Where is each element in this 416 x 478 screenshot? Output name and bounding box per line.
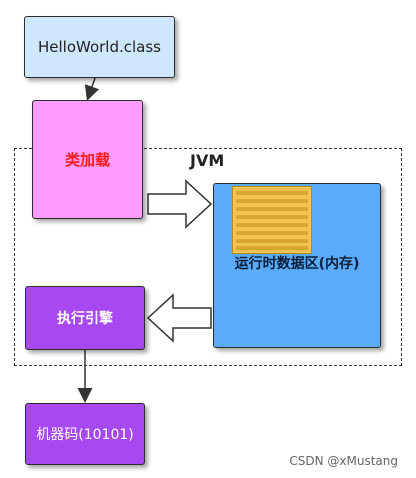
runtime-diagram-thumbnail bbox=[232, 186, 312, 254]
execution-engine-node: 执行引擎 bbox=[25, 286, 145, 350]
helloworld-class-node: HelloWorld.class bbox=[24, 16, 175, 78]
hollow-arrow-classloader-to-runtime bbox=[147, 179, 213, 229]
machine-code-node: 机器码(10101) bbox=[25, 403, 145, 465]
arrow-source-to-classloader bbox=[84, 77, 100, 101]
jvm-label: JVM bbox=[190, 151, 225, 170]
watermark: CSDN @xMustang bbox=[289, 454, 398, 468]
classloader-node: 类加载 bbox=[32, 100, 143, 219]
jvm-boundary bbox=[14, 148, 402, 366]
hollow-arrow-runtime-to-engine bbox=[146, 293, 212, 343]
